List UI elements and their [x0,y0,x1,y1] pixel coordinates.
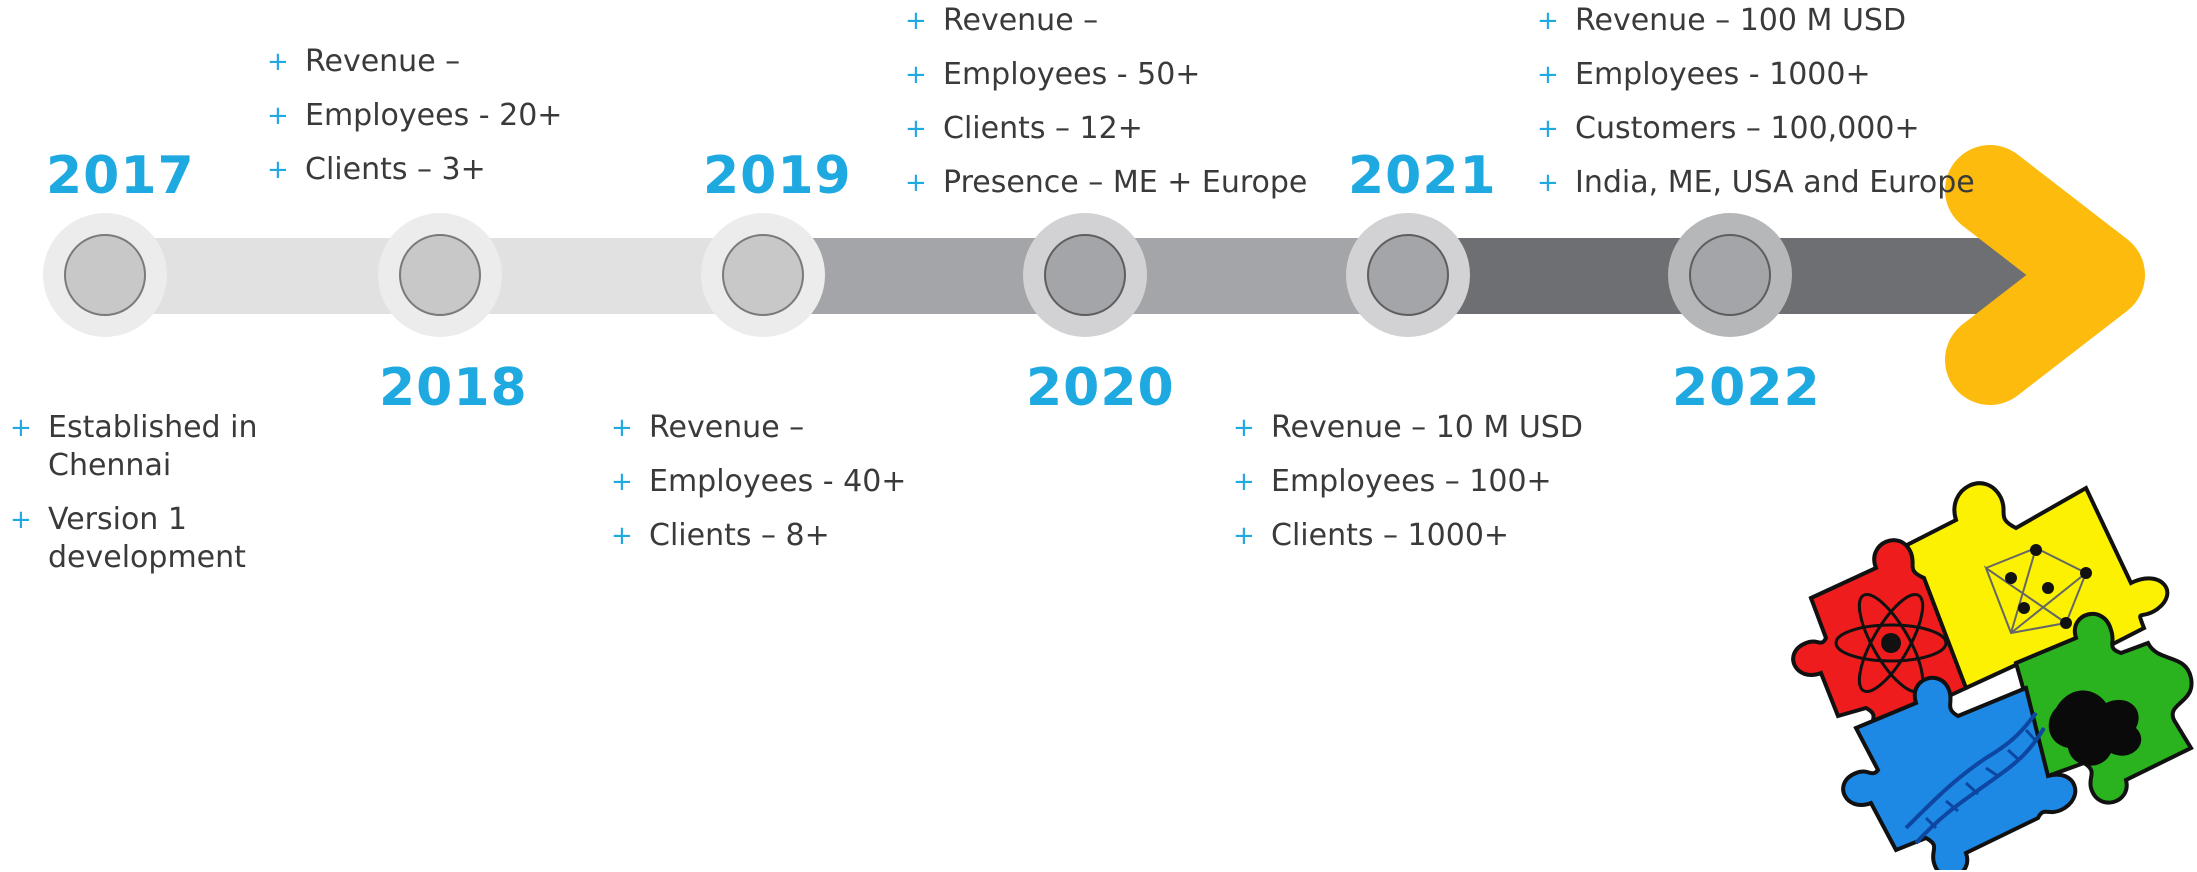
plus-icon: + [905,114,927,144]
plus-icon: + [1537,168,1559,198]
list-item: +Customers – 100,000+ [1537,111,1920,146]
plus-icon: + [1537,6,1559,36]
arrow-head [1945,145,2145,405]
timeline-nodes [43,213,1792,337]
node-2019 [722,234,804,316]
year-label-2022: 2022 [1672,358,1821,418]
list-item: +India, ME, USA and Europe [1537,165,1975,200]
plus-icon: + [10,505,32,535]
milestone-list-2020: +Revenue – +Employees - 50+ +Clients – 1… [905,2,1345,218]
node-2020 [1044,234,1126,316]
milestone-list-2021: +Revenue – 10 M USD +Employees – 100+ +C… [1233,409,1653,571]
list-item: +Clients – 1000+ [1233,518,1510,553]
plus-icon: + [10,413,32,443]
list-item: +Version 1 development [10,502,246,575]
year-label-2019: 2019 [703,146,852,206]
list-item: +Employees - 50+ [905,57,1201,92]
list-item: +Clients – 3+ [267,152,486,187]
node-2021 [1367,234,1449,316]
plus-icon: + [267,101,289,131]
plus-icon: + [1537,60,1559,90]
list-item: +Revenue – [611,410,805,445]
plus-icon: + [611,521,633,551]
list-item: +Revenue – 10 M USD [1233,410,1583,445]
milestone-list-2022: +Revenue – 100 M USD +Employees - 1000+ … [1537,2,1997,218]
plus-icon: + [905,60,927,90]
plus-icon: + [267,155,289,185]
list-item: +Revenue – [905,3,1099,38]
list-item: +Presence – ME + Europe [905,165,1308,200]
puzzle-graphic [1791,481,2194,870]
dna-rungs [1924,728,2038,830]
milestone-list-2018: +Revenue – +Employees - 20+ +Clients – 3… [267,43,667,205]
puzzle-piece-blue [1841,675,2078,870]
plus-icon: + [611,413,633,443]
list-item: +Employees - 40+ [611,464,907,499]
list-item: +Employees - 20+ [267,98,563,133]
plus-icon: + [611,467,633,497]
list-item: +Established in Chennai [10,410,258,483]
fractal-pattern [2048,690,2142,766]
plus-icon: + [267,47,289,77]
list-item: +Employees - 1000+ [1537,57,1871,92]
list-item: +Clients – 8+ [611,518,830,553]
node-2018 [399,234,481,316]
node-2017 [64,234,146,316]
plus-icon: + [1233,467,1255,497]
plus-icon: + [1537,114,1559,144]
network-nodes [2005,544,2092,629]
list-item: +Revenue – [267,44,461,79]
list-item: +Revenue – 100 M USD [1537,3,1907,38]
milestone-list-2017: +Established in Chennai +Version 1 devel… [10,409,270,593]
milestone-list-2019: +Revenue – +Employees - 40+ +Clients – 8… [611,409,1031,571]
plus-icon: + [1233,413,1255,443]
plus-icon: + [1233,521,1255,551]
plus-icon: + [905,168,927,198]
list-item: +Employees – 100+ [1233,464,1552,499]
year-label-2017: 2017 [46,146,195,206]
year-label-2020: 2020 [1026,358,1175,418]
node-2022 [1689,234,1771,316]
year-label-2021: 2021 [1348,146,1497,206]
year-label-2018: 2018 [379,358,528,418]
plus-icon: + [905,6,927,36]
list-item: +Clients – 12+ [905,111,1143,146]
